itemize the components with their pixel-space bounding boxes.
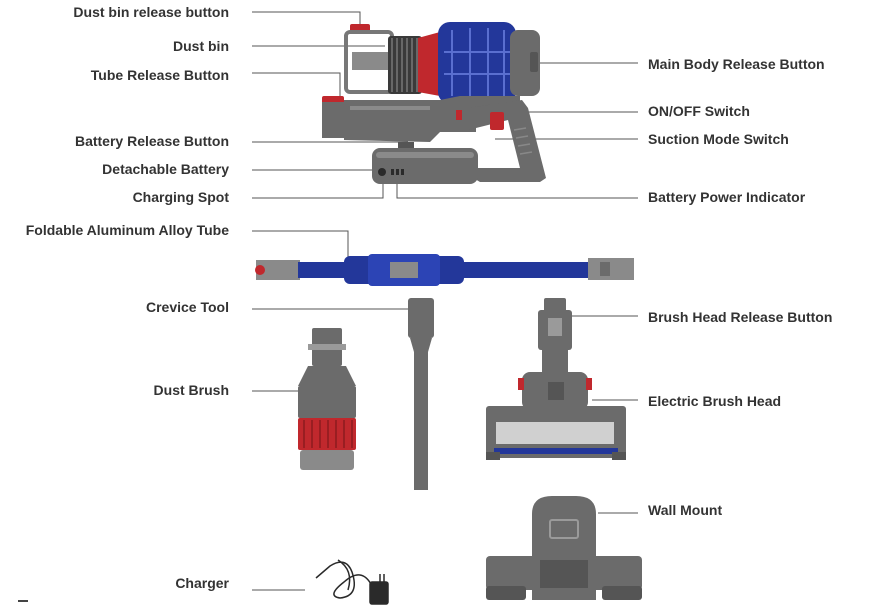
label-wall-mount: Wall Mount bbox=[648, 502, 723, 518]
leader-tube bbox=[252, 230, 349, 258]
label-dust-brush: Dust Brush bbox=[153, 382, 229, 398]
motor-housing-blue bbox=[438, 22, 516, 104]
label-on-off-switch: ON/OFF Switch bbox=[648, 103, 750, 119]
leader-dust-bin-release bbox=[252, 11, 361, 28]
front-nozzle bbox=[322, 102, 346, 138]
label-charger: Charger bbox=[175, 575, 229, 591]
label-charging-spot: Charging Spot bbox=[132, 189, 229, 205]
label-crevice-tool: Crevice Tool bbox=[146, 299, 229, 315]
vacuum-main-body bbox=[322, 22, 546, 184]
label-battery-power-indicator: Battery Power Indicator bbox=[648, 189, 806, 205]
charger-shape bbox=[315, 559, 389, 605]
label-foldable-tube: Foldable Aluminum Alloy Tube bbox=[25, 222, 229, 238]
electric-brush-head-shape bbox=[486, 298, 626, 460]
label-dust-bin: Dust bin bbox=[173, 38, 229, 54]
leader-crevice bbox=[252, 302, 421, 310]
label-suction-mode-switch: Suction Mode Switch bbox=[648, 131, 789, 147]
label-main-body-release-button: Main Body Release Button bbox=[648, 56, 825, 72]
charging-spot-shape bbox=[378, 168, 386, 176]
dust-bin-neck bbox=[352, 52, 392, 70]
on-off-switch-shape bbox=[456, 110, 462, 120]
wall-mount-shape bbox=[486, 496, 642, 600]
label-dust-bin-release-button: Dust bin release button bbox=[73, 4, 229, 20]
label-detachable-battery: Detachable Battery bbox=[102, 161, 229, 177]
label-electric-brush-head: Electric Brush Head bbox=[648, 393, 782, 409]
handle bbox=[468, 100, 546, 182]
crevice-tool-shape bbox=[408, 298, 434, 490]
suction-mode-switch-shape bbox=[490, 112, 504, 130]
foldable-tube-shape bbox=[255, 254, 634, 286]
leader-charging-spot bbox=[252, 174, 384, 199]
label-battery-release-button: Battery Release Button bbox=[74, 133, 229, 149]
dust-brush-shape bbox=[298, 328, 356, 470]
battery-release-button-shape bbox=[398, 142, 414, 150]
leader-tube-release bbox=[252, 72, 341, 97]
rear-cap bbox=[510, 30, 540, 96]
cyclone-red-ring bbox=[418, 32, 440, 96]
label-brush-head-release-button: Brush Head Release Button bbox=[648, 309, 833, 325]
label-tube-release-button: Tube Release Button bbox=[90, 67, 229, 83]
footer-mark bbox=[18, 600, 28, 602]
